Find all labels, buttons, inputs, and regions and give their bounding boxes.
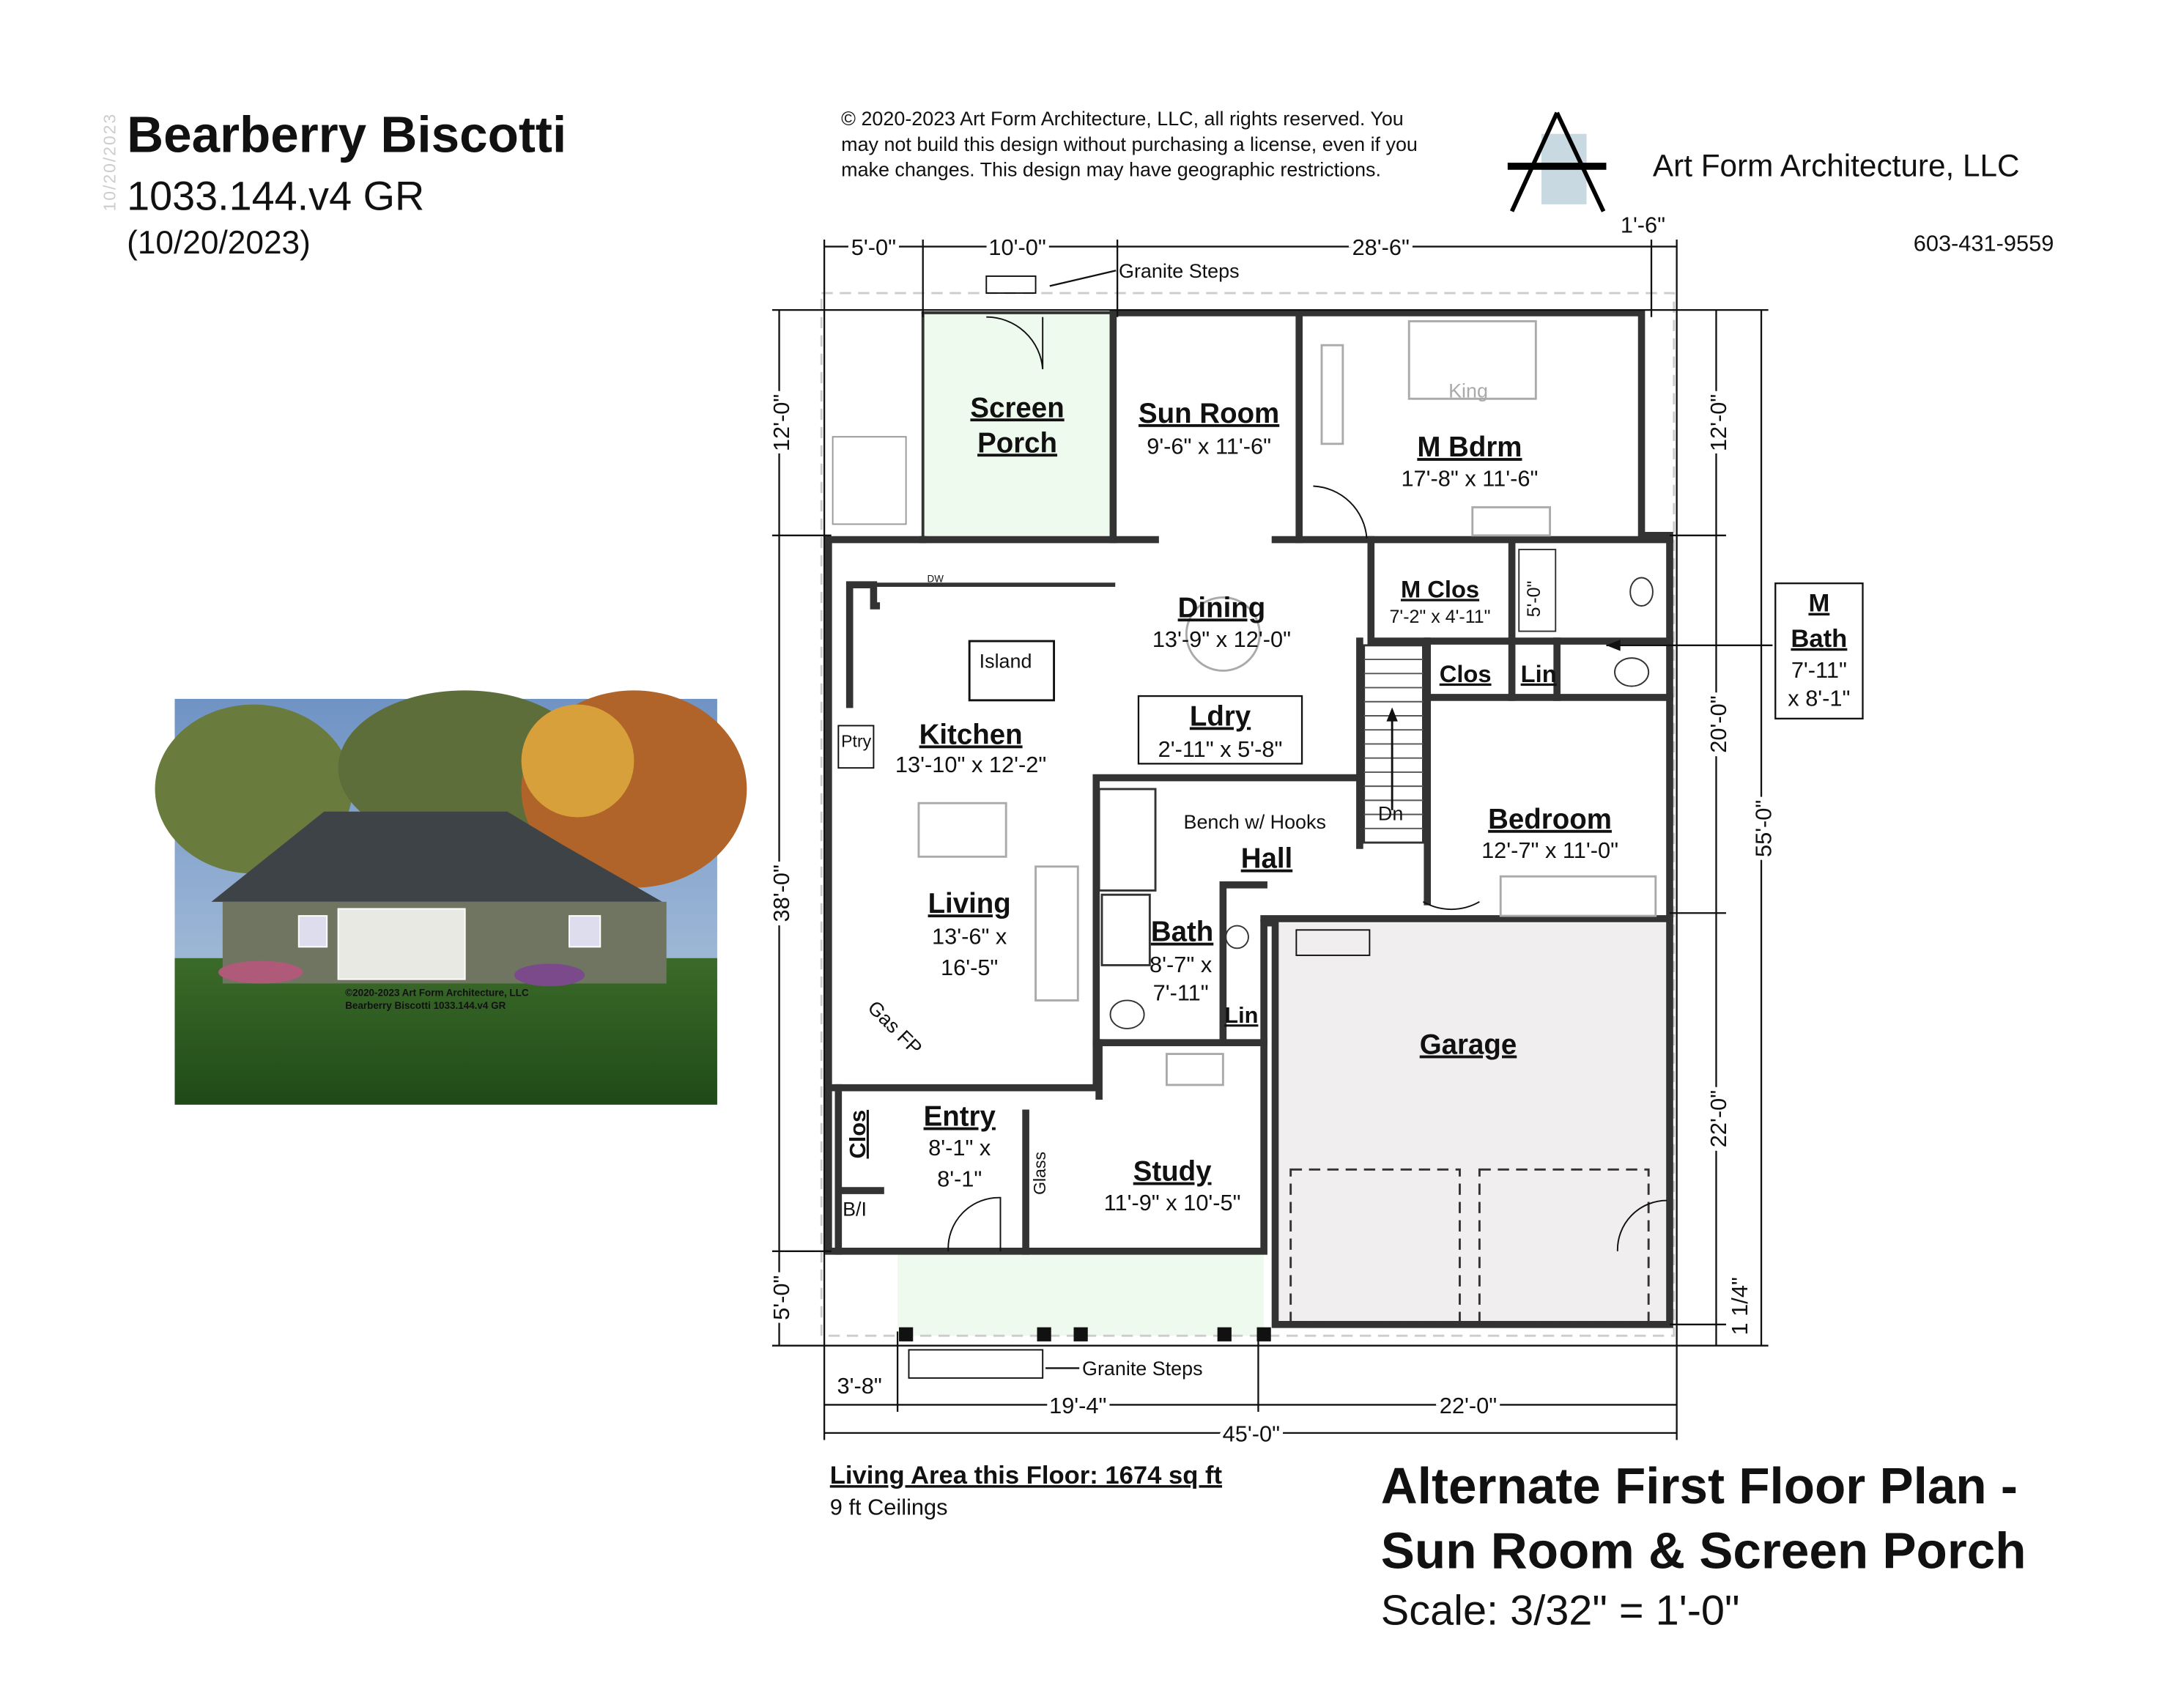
plan-id: 1033.144.v4 GR <box>127 174 424 219</box>
copyright-line: may not build this design without purcha… <box>841 133 1418 155</box>
room-bedroom-dims: 12'-7" x 11'-0" <box>1481 837 1618 863</box>
room-bath-dims: 8'-7" x <box>1150 952 1213 977</box>
dim-right-total: 55'-0" <box>1750 800 1776 857</box>
photo-caption: ©2020-2023 Art Form Architecture, LLC <box>345 988 529 999</box>
room-sun-room-dims: 9'-6" x 11'-6" <box>1147 433 1271 459</box>
room-entry-dims: 8'-1" x <box>928 1135 991 1160</box>
note-granite-steps: Granite Steps <box>1082 1358 1203 1380</box>
ldry-callout-box <box>1137 695 1303 765</box>
copyright-line: © 2020-2023 Art Form Architecture, LLC, … <box>841 108 1404 130</box>
room-lin: Lin <box>1521 660 1557 687</box>
room-clos-entry: Clos <box>845 1110 870 1159</box>
photo-caption: Bearberry Biscotti 1033.144.v4 GR <box>345 1000 506 1011</box>
note-dw: DW <box>927 573 944 584</box>
phone-number: 603-431-9559 <box>1914 230 2054 256</box>
room-ldry: Ldry <box>1190 700 1251 732</box>
note-glass: Glass <box>1030 1152 1049 1195</box>
room-lin: Lin <box>1224 1002 1258 1028</box>
room-m-bdrm: M Bdrm <box>1417 432 1522 463</box>
room-entry: Entry <box>924 1101 996 1133</box>
note-bi: B/I <box>843 1199 867 1221</box>
dimension-labels: 5'-0" 10'-0" 28'-6" 1'-6" 12'-0" 38'-0" … <box>764 212 1780 1451</box>
room-bath-dims: 7'-11" <box>1153 980 1209 1005</box>
plan-title: Bearberry Biscotti <box>127 106 566 163</box>
company-logo <box>1507 111 1607 212</box>
plan-date: (10/20/2023) <box>127 225 311 261</box>
room-m-bath: Bath <box>1791 625 1847 653</box>
dim-right: 12'-0" <box>1706 394 1731 451</box>
dim-right: 1 1/4" <box>1727 1277 1752 1335</box>
dim-top: 28'-6" <box>1352 234 1410 260</box>
room-living: Living <box>928 888 1011 919</box>
living-area: Living Area this Floor: 1674 sq ft <box>830 1462 1223 1489</box>
room-m-clos-dims: 7'-2" x 4'-11" <box>1390 607 1491 627</box>
room-study-dims: 11'-9" x 10'-5" <box>1104 1190 1241 1215</box>
note-island: Island <box>980 651 1032 673</box>
dim-left: 5'-0" <box>769 1276 794 1320</box>
furniture <box>832 275 1667 1379</box>
company-name: Art Form Architecture, LLC <box>1653 148 2020 182</box>
note-ptry: Ptry <box>841 731 871 750</box>
room-dining: Dining <box>1178 592 1266 623</box>
dim-right: 22'-0" <box>1706 1090 1731 1147</box>
dim-left: 38'-0" <box>769 865 794 922</box>
dim-bottom: 22'-0" <box>1440 1393 1497 1418</box>
dim-bottom-total: 45'-0" <box>1223 1421 1280 1446</box>
room-m-clos: M Clos <box>1401 575 1479 602</box>
room-screen-porch: Screen <box>970 392 1064 423</box>
note-shower-dim: 5'-0" <box>1524 581 1544 618</box>
room-clos: Clos <box>1440 660 1492 687</box>
side-date: 10/20/2023 <box>100 113 119 212</box>
room-kitchen: Kitchen <box>919 719 1023 750</box>
front-porch-floor <box>897 1251 1265 1336</box>
plan-name-line2: Sun Room & Screen Porch <box>1381 1522 2026 1580</box>
note-king: King <box>1448 380 1488 401</box>
room-sun-room: Sun Room <box>1139 398 1279 429</box>
dim-bottom: 19'-4" <box>1049 1393 1106 1418</box>
room-screen-porch: Porch <box>977 427 1057 459</box>
room-m-bath: M <box>1808 590 1829 618</box>
dim-bottom: 3'-8" <box>837 1373 882 1399</box>
staircase <box>1363 644 1424 844</box>
dim-left: 12'-0" <box>769 394 794 451</box>
plan-name-line1: Alternate First Floor Plan - <box>1381 1457 2018 1514</box>
room-entry-dims: 8'-1" <box>937 1166 982 1191</box>
room-hall: Hall <box>1241 843 1293 875</box>
m-bath-callout-box <box>1774 582 1864 719</box>
dimension-lines <box>771 239 1773 1440</box>
room-ldry-dims: 2'-11" x 5'-8" <box>1158 736 1283 762</box>
room-garage: Garage <box>1420 1029 1517 1061</box>
note-gas-fp: Gas FP <box>864 996 927 1059</box>
note-granite-steps: Granite Steps <box>1119 260 1240 282</box>
copyright-line: make changes. This design may have geogr… <box>841 158 1381 180</box>
house-rendering-photo: ©2020-2023 Art Form Architecture, LLC Be… <box>155 690 747 1105</box>
note-bench: Bench w/ Hooks <box>1184 811 1326 833</box>
room-bedroom: Bedroom <box>1488 804 1612 835</box>
screen-porch-floor <box>922 312 1114 538</box>
room-kitchen-dims: 13'-10" x 12'-2" <box>895 752 1046 777</box>
dim-top: 10'-0" <box>988 234 1045 260</box>
room-labels: Screen Porch Sun Room 9'-6" x 11'-6" M B… <box>841 260 1850 1380</box>
note-dn: Dn <box>1378 802 1403 824</box>
room-dining-dims: 13'-9" x 12'-0" <box>1152 626 1291 652</box>
room-study: Study <box>1133 1156 1212 1188</box>
dim-right: 20'-0" <box>1706 695 1731 752</box>
plan-scale: Scale: 3/32" = 1'-0" <box>1381 1587 1740 1634</box>
room-living-dims: 16'-5" <box>941 955 998 980</box>
walls <box>825 309 1673 1328</box>
room-m-bdrm-dims: 17'-8" x 11'-6" <box>1401 466 1538 492</box>
room-bath: Bath <box>1151 917 1213 948</box>
dim-top: 5'-0" <box>851 234 896 260</box>
room-m-bath-dims: 7'-11" <box>1791 657 1847 683</box>
garage-floor <box>1275 922 1670 1325</box>
ceiling-height: 9 ft Ceilings <box>830 1494 948 1519</box>
room-living-dims: 13'-6" x <box>932 924 1007 949</box>
dim-top: 1'-6" <box>1621 212 1665 237</box>
room-m-bath-dims: x 8'-1" <box>1788 686 1850 711</box>
